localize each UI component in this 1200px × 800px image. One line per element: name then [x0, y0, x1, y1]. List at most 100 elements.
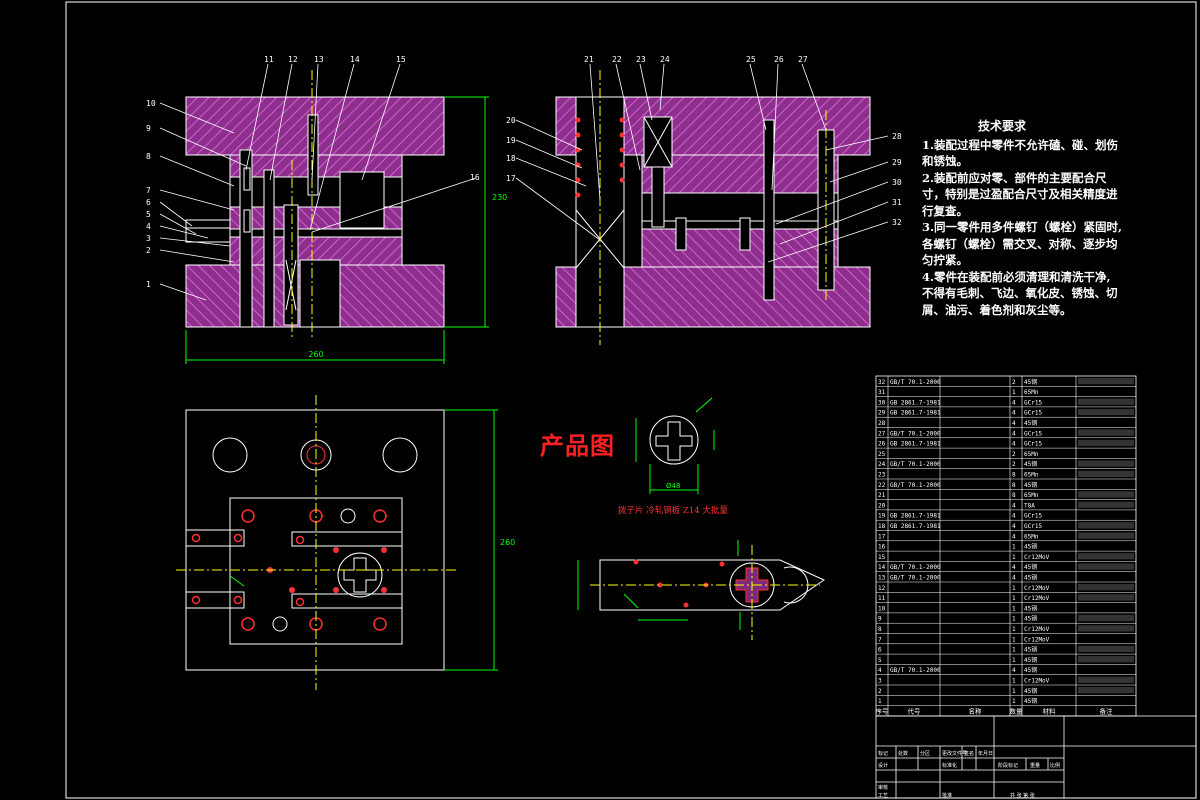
bom-cell: 9: [878, 616, 882, 623]
bom-cell: Cr12MoV: [1024, 636, 1050, 643]
tb-cell: 批准: [942, 792, 952, 799]
bom-remark-fill: [1078, 470, 1134, 477]
bom-cell: 14: [878, 564, 886, 571]
balloon-29: 29: [892, 158, 902, 167]
balloon-8: 8: [146, 152, 151, 161]
bom-cell: 45钢: [1024, 615, 1037, 623]
bom-cell: 1: [1012, 698, 1016, 705]
bom-cell: 8: [1012, 492, 1016, 499]
bom-header-cell: 数量: [1010, 706, 1024, 715]
balloon-24: 24: [660, 55, 670, 64]
bom-cell: 4: [1012, 420, 1016, 427]
bom-cell: 26: [878, 441, 886, 448]
bom-cell: 28: [878, 420, 886, 427]
bom-cell: 45钢: [1024, 563, 1037, 571]
tb-cell: 比例: [1050, 762, 1060, 769]
bom-cell: 1: [1012, 544, 1016, 551]
bom-cell: 65Mn: [1024, 533, 1039, 540]
bom-cell: 20: [878, 502, 886, 509]
product-label: 产品图: [540, 431, 615, 460]
bom-remark-fill: [1078, 584, 1134, 591]
balloon-26: 26: [774, 55, 784, 64]
bom-cell: GB/T 70.1-2000: [890, 482, 941, 489]
tb-cell: 设计: [878, 762, 888, 769]
bom-cell: 1: [1012, 554, 1016, 561]
tb-cell: 阶段标记: [998, 762, 1018, 769]
bom-cell: GB/T 70.1-2000: [890, 461, 941, 468]
bom-remark-fill: [1078, 604, 1134, 611]
bom-cell: GB 2861.7-1981: [890, 410, 941, 417]
bom-remark-fill: [1078, 666, 1134, 673]
spring-coils: [575, 117, 625, 198]
bom-remark-fill: [1078, 501, 1134, 508]
bom-cell: 45钢: [1024, 687, 1037, 695]
bom-header-cell: 代号: [908, 706, 922, 715]
bom-cell: 11: [878, 595, 886, 602]
bom-cell: 10: [878, 605, 886, 612]
bom-cell: 2: [1012, 461, 1016, 468]
bom-cell: 1: [1012, 389, 1016, 396]
tb-cell: 标准化: [942, 762, 957, 769]
bom-remark-fill: [1078, 656, 1134, 663]
bom-cell: GCr15: [1024, 430, 1042, 437]
bom-remark-fill: [1078, 687, 1134, 694]
bom-cell: GB 2861.7-1981: [890, 523, 941, 530]
bom-cell: 4: [1012, 399, 1016, 406]
plan-red-dots: [267, 547, 387, 593]
tech-line: 2.装配前应对零、部件的主要配合尺: [922, 170, 1107, 185]
tech-line: 寸，特别是过盈配合尺寸及相关精度进: [922, 187, 1118, 201]
balloon-18: 18: [506, 154, 516, 163]
tb-cell: 分区: [920, 750, 930, 757]
bom-cell: 4: [1012, 523, 1016, 530]
bom-cell: Cr12MoV: [1024, 554, 1050, 561]
balloon-17: 17: [506, 174, 516, 183]
bom-cell: 31: [878, 389, 886, 396]
bom-header-cell: 备注: [1100, 706, 1114, 715]
bom-cell: 4: [1012, 513, 1016, 520]
balloon-7: 7: [146, 186, 151, 195]
bom-cell: 18: [878, 523, 886, 530]
tech-line: 4.零件在装配前必须清理和清洗干净,: [922, 269, 1111, 284]
tech-line: 1.装配过程中零件不允许磕、碰、划伤: [922, 137, 1119, 152]
bom-cell: GCr15: [1024, 441, 1042, 448]
bom-cell: 1: [878, 698, 882, 705]
strip-center-lines: [590, 545, 820, 640]
bom-cell: 1: [1012, 595, 1016, 602]
bom-cell: 12: [878, 585, 886, 592]
balloon-15: 15: [396, 55, 406, 64]
bom-cell: 27: [878, 430, 886, 437]
product-caption: 拨子片 冷轧钢板 Z14 大批量: [618, 506, 728, 516]
tb-cell: 重量: [1030, 762, 1040, 769]
bom-remark-fill: [1078, 378, 1134, 385]
bom-cell: 65Mn: [1024, 492, 1039, 499]
balloon-5: 5: [146, 210, 151, 219]
strip-dimensions: [577, 540, 741, 630]
bom-cell: GCr15: [1024, 513, 1042, 520]
bom-cell: 1: [1012, 585, 1016, 592]
tb-cell: 签名: [964, 750, 974, 757]
tb-cell: 更改文件号: [942, 750, 967, 757]
bom-cell: GB 2861.7-1981: [890, 399, 941, 406]
bom-cell: 4: [1012, 667, 1016, 674]
bom-cell: Cr12MoV: [1024, 595, 1050, 602]
bom-cell: 45钢: [1024, 574, 1037, 582]
bom-cell: 32: [878, 379, 886, 386]
bom-cell: 4: [1012, 410, 1016, 417]
balloon-23: 23: [636, 55, 646, 64]
bom-cell: 1: [1012, 626, 1016, 633]
bom-remark-fill: [1078, 419, 1134, 426]
balloon-32: 32: [892, 218, 902, 227]
dim-text: Ø48: [666, 482, 680, 490]
bom-cell: GB 2861.7-1981: [890, 441, 941, 448]
tb-cell: 年月日: [978, 750, 993, 757]
bom-remark-fill: [1078, 481, 1134, 488]
bom-cell: 4: [1012, 430, 1016, 437]
tech-line: 匀拧紧。: [922, 253, 968, 267]
bom-cell: GB/T 70.1-2000: [890, 564, 941, 571]
bom-header-cell: 序号: [876, 706, 890, 715]
bom-cell: 21: [878, 492, 886, 499]
bom-cell: 30: [878, 399, 886, 406]
balloon-19: 19: [506, 136, 516, 145]
balloon-20: 20: [506, 116, 516, 125]
bom-cell: 45钢: [1024, 646, 1037, 654]
